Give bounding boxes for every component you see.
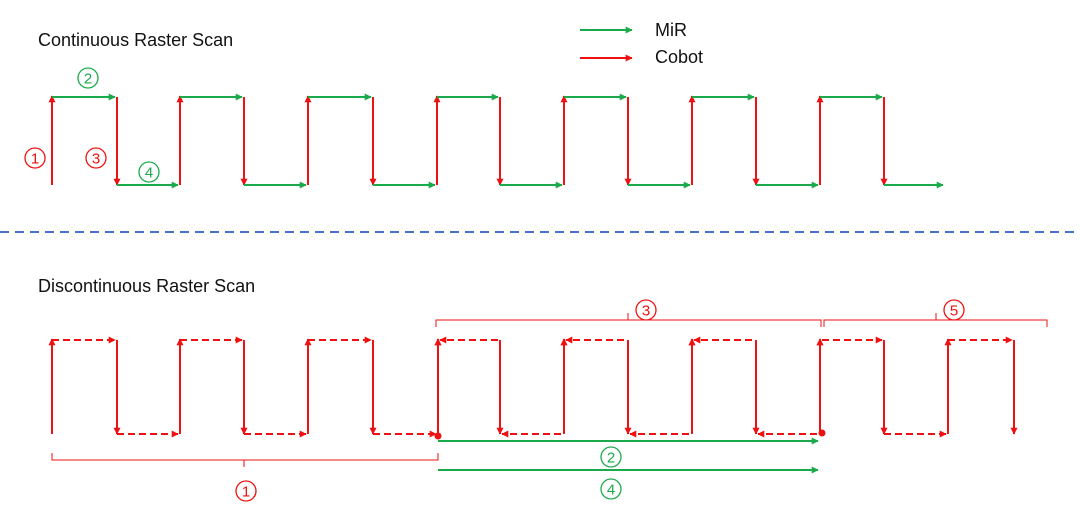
step-marker-3: 3 — [85, 147, 107, 169]
phase-marker-2: 2 — [600, 446, 622, 468]
continuous-title: Continuous Raster Scan — [38, 30, 234, 50]
phase-marker-5: 5 — [943, 299, 965, 321]
phase-3-bracket — [435, 313, 822, 327]
phase-marker-4: 4 — [600, 478, 622, 500]
step-marker-2: 2 — [77, 67, 99, 89]
step-markers: 1 2 3 4 1 2 3 4 5 — [24, 67, 965, 502]
discontinuous-scan-path — [48, 313, 1048, 474]
continuous-scan-path — [48, 93, 944, 189]
legend-cobot-label: Cobot — [655, 47, 703, 67]
svg-text:4: 4 — [145, 165, 153, 182]
discontinuous-title: Discontinuous Raster Scan — [38, 276, 256, 296]
legend-mir-label: MiR — [655, 20, 687, 40]
step-marker-1: 1 — [24, 147, 46, 169]
phase-1-bracket — [51, 453, 439, 467]
step-marker-4: 4 — [138, 161, 160, 183]
phase-marker-3: 3 — [635, 299, 657, 321]
legend: MiR Cobot — [580, 20, 703, 67]
svg-text:5: 5 — [950, 303, 958, 320]
svg-text:3: 3 — [92, 151, 100, 168]
svg-text:2: 2 — [84, 71, 92, 88]
svg-text:4: 4 — [607, 482, 615, 499]
svg-text:1: 1 — [31, 151, 39, 168]
transition-dot — [434, 432, 442, 440]
phase-marker-1: 1 — [235, 480, 257, 502]
svg-text:3: 3 — [642, 303, 650, 320]
phase-5-bracket — [823, 313, 1048, 327]
svg-text:2: 2 — [607, 450, 615, 467]
svg-text:1: 1 — [242, 484, 250, 501]
